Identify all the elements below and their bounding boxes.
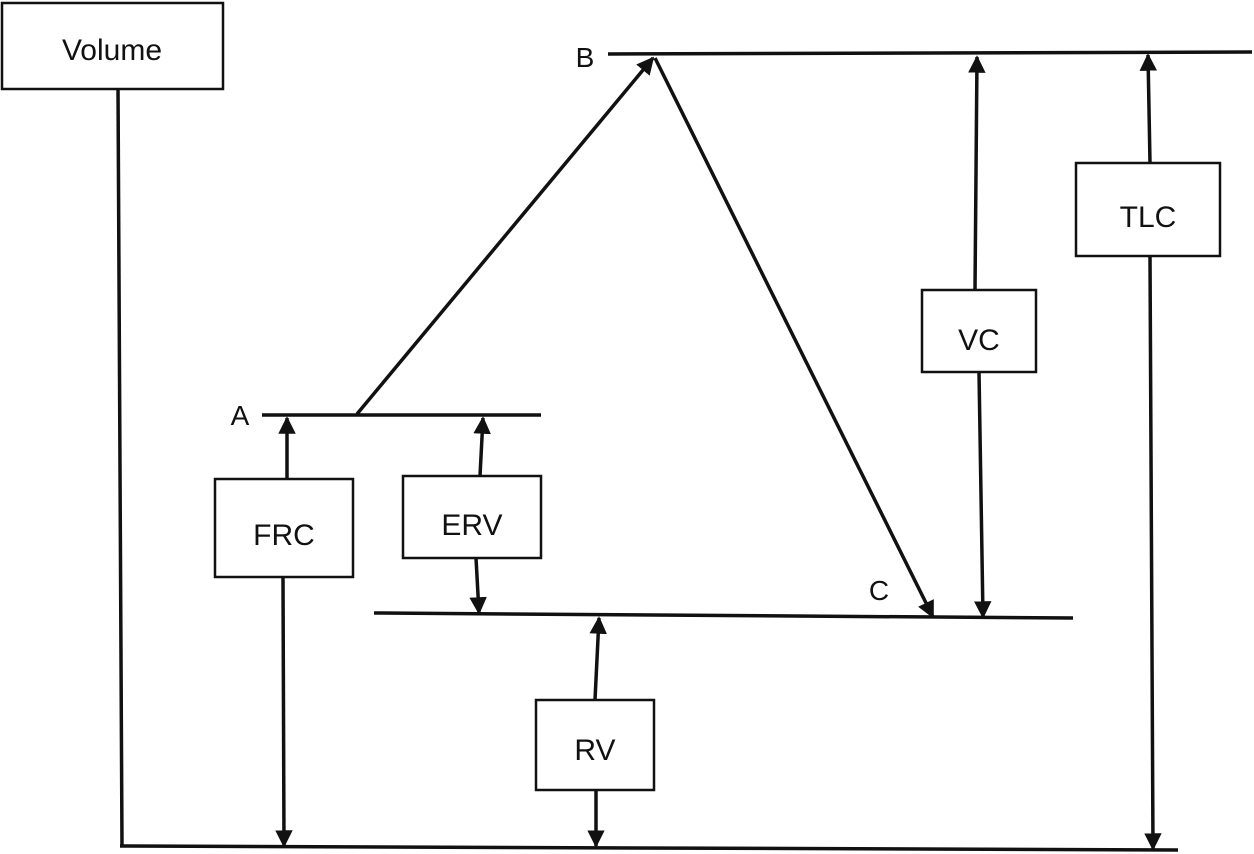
vc-box	[920, 288, 1038, 374]
vc-label: VC	[958, 324, 1000, 357]
baseline	[119, 844, 1179, 852]
rv-box	[534, 698, 656, 792]
erv-arrow-up	[473, 416, 491, 477]
tlc-box	[1074, 161, 1222, 258]
expiration-arrow	[653, 57, 935, 619]
point-label-a: A	[231, 400, 250, 431]
vc-arrow-up	[968, 55, 986, 291]
level-line-b	[607, 50, 1253, 56]
erv-label: ERV	[441, 509, 502, 542]
erv-box	[401, 474, 543, 560]
volume-label-box	[0, 1, 225, 91]
frc-box	[213, 477, 355, 579]
point-label-b: B	[576, 42, 595, 73]
volume-axis-label: Volume	[62, 34, 162, 67]
frc-arrow-down	[275, 577, 293, 848]
point-label-c: C	[869, 575, 889, 606]
erv-arrow-down	[469, 557, 487, 615]
inspiration-arrow	[355, 56, 655, 416]
tlc-arrow-down	[1144, 255, 1162, 851]
level-line-c	[373, 611, 1074, 620]
volume-axis-line	[116, 87, 124, 847]
rv-label: RV	[574, 734, 615, 767]
tlc-label: TLC	[1120, 201, 1177, 234]
rv-arrow-up	[589, 616, 607, 701]
vc-arrow-down	[973, 371, 992, 619]
frc-label: FRC	[253, 519, 315, 552]
tlc-arrow-up	[1139, 53, 1158, 164]
